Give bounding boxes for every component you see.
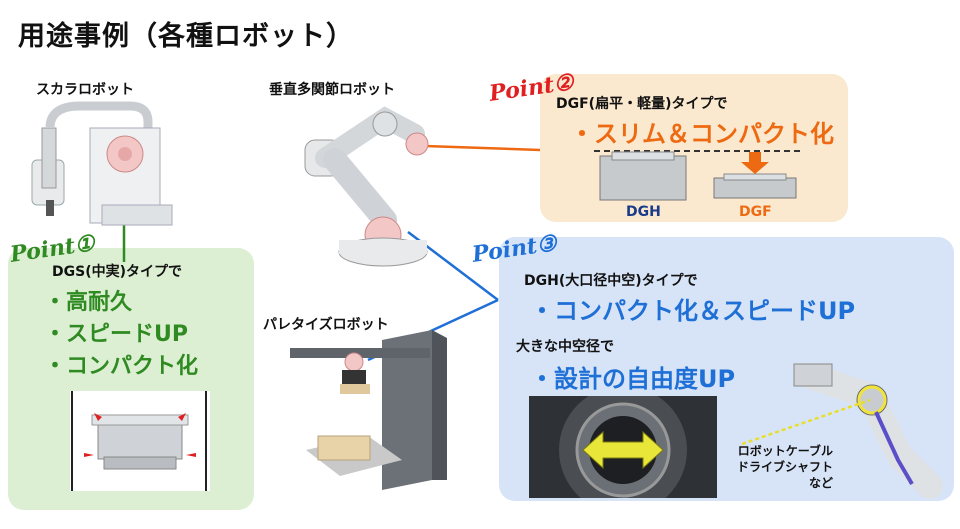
- dgh-caption: DGH: [626, 204, 661, 220]
- hollow-gear-photo: [529, 396, 717, 498]
- point1-type-text: DGS(中実)タイプで: [52, 264, 182, 280]
- connector-vertical: [424, 144, 541, 152]
- point2-feature: ・スリム＆コンパクト化: [570, 120, 834, 148]
- dgf-caption: DGF: [739, 204, 772, 220]
- point1-feature-1: ・高耐久: [44, 290, 133, 315]
- cable-note-line-1: ロボットケーブル: [737, 444, 833, 458]
- vertical-robot-illustration: [304, 106, 429, 267]
- vertical-robot-label: 垂直多関節ロボット: [269, 82, 395, 98]
- scara-robot-label: スカラロボット: [36, 82, 134, 98]
- point3-feature-1: ・コンパクト化＆スピードUP: [530, 297, 856, 325]
- page-title: 用途事例（各種ロボット）: [18, 21, 354, 52]
- palletizing-robot-label: パレタイズロボット: [263, 317, 389, 333]
- dgh-vs-dgf-illustration: [594, 150, 802, 201]
- point1-feature-3: ・コンパクト化: [44, 354, 199, 379]
- point3-sub2: 大きな中空径で: [516, 339, 614, 355]
- dgs-gear-illustration: [70, 391, 210, 491]
- cable-note-line-2: ドライブシャフト: [736, 460, 833, 474]
- robot-arm-cable-illustration: [793, 363, 943, 499]
- palletizing-robot-illustration: [290, 330, 447, 490]
- point3-feature-2: ・設計の自由度UP: [530, 365, 736, 393]
- point2-panel: [540, 74, 848, 222]
- point3-type-text: DGH(大口径中空)タイプで: [524, 273, 698, 289]
- scara-robot-illustration: [31, 101, 173, 226]
- cable-pointer-line: [741, 398, 871, 446]
- point1-feature-2: ・スピードUP: [44, 322, 188, 347]
- point2-type-text: DGF(扁平・軽量)タイプで: [556, 96, 728, 112]
- cable-note-line-3: など: [808, 476, 833, 490]
- cable-note: ロボットケーブル ドライブシャフト など: [729, 443, 833, 491]
